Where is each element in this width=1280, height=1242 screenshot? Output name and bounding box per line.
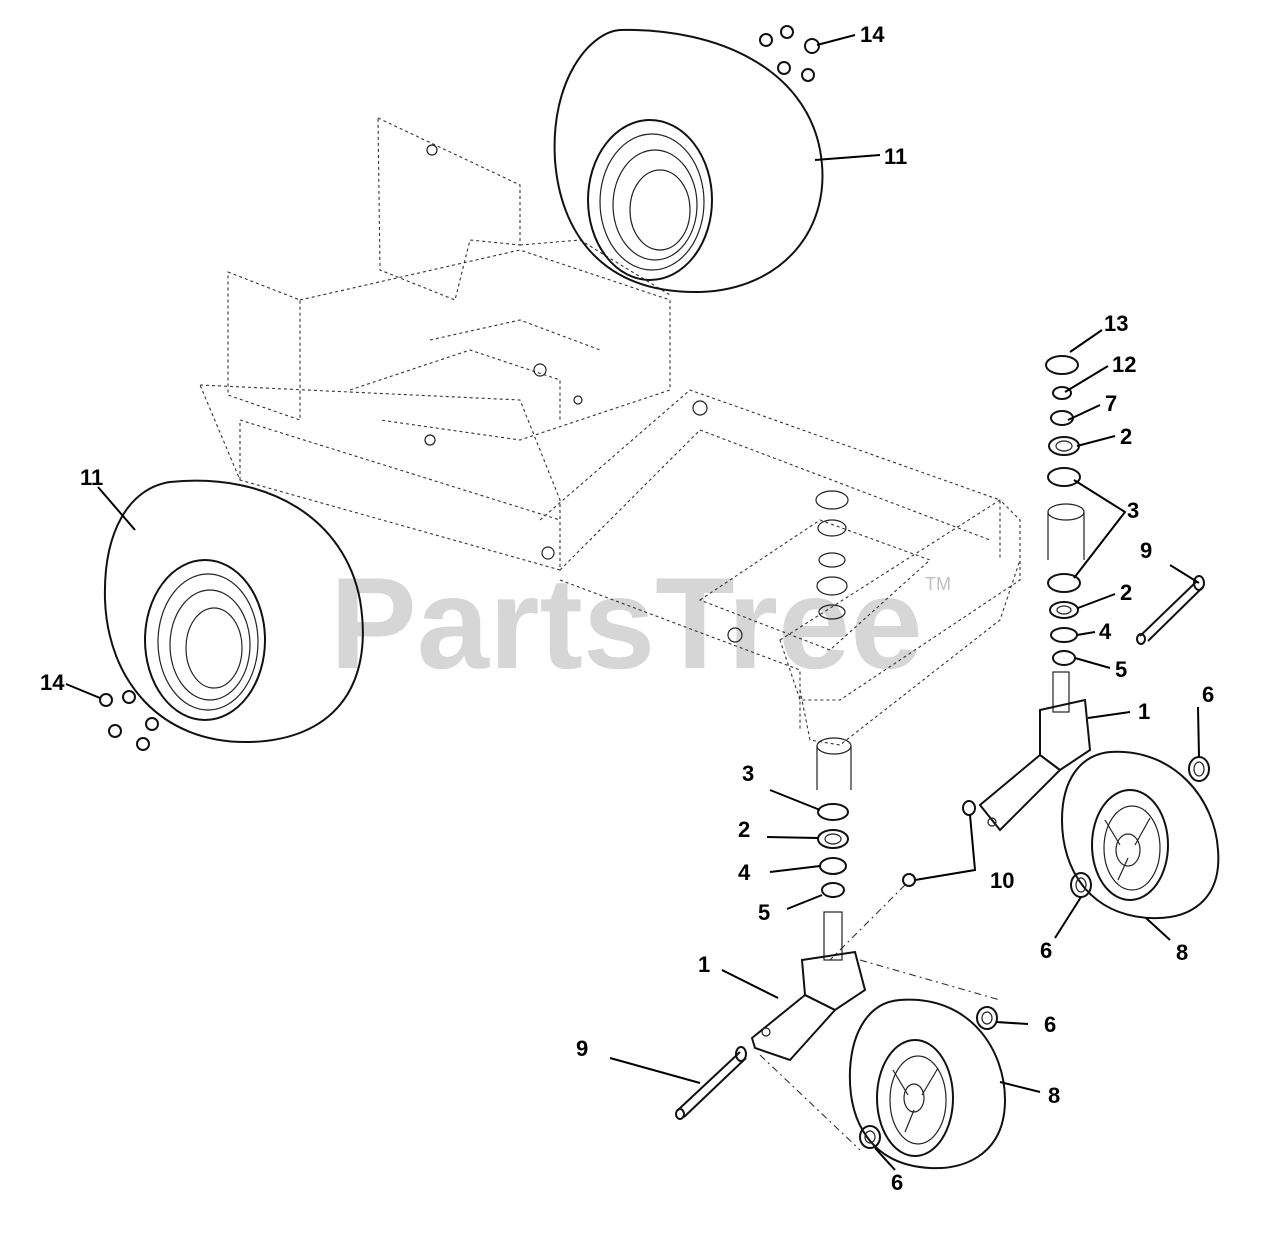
watermark: PartsTree TM [330,550,951,696]
bolt-right [1136,575,1205,645]
callout-6-center: 6 [1044,1012,1056,1037]
callout-3-right: 3 [1127,498,1139,523]
callout-13: 13 [1104,311,1128,336]
callout-2-right-lower: 2 [1120,580,1132,605]
callout-10: 10 [990,868,1014,893]
right-caster-wheel [1060,750,1220,920]
lug-nuts-left [99,690,159,751]
callout-5-right: 5 [1115,657,1127,682]
callout-4-right: 4 [1099,619,1112,644]
rear-tire-left [103,479,364,744]
callout-9-left: 9 [576,1036,588,1061]
lug-nuts-top [759,25,820,82]
callouts: 14 11 13 12 7 2 3 9 2 4 5 11 14 1 6 3 2 … [40,22,1214,1195]
callout-11-left: 11 [80,465,103,490]
callout-1-left: 1 [698,952,710,977]
center-spindle [750,911,1001,1151]
callout-2-right: 2 [1120,424,1132,449]
callout-12: 12 [1112,352,1136,377]
callout-4-center: 4 [738,860,751,885]
callout-8-right: 8 [1176,940,1188,965]
watermark-trademark: TM [925,574,951,594]
grease-fittings [829,800,976,961]
right-spindle-stack [1045,355,1081,666]
bushing-right-top [1188,756,1210,782]
callout-8-center: 8 [1048,1083,1060,1108]
rear-tire-top [553,28,824,294]
callout-6-right-mid: 6 [1040,938,1052,963]
callout-14-top: 14 [860,22,885,47]
callout-9-right: 9 [1140,538,1152,563]
callout-5-center: 5 [758,900,770,925]
bushing-center-right [976,1006,998,1030]
callout-11-top: 11 [884,144,907,169]
leader-lines [65,34,1200,1171]
callout-6-right-top: 6 [1202,682,1214,707]
right-spindle [978,671,1092,832]
watermark-text: PartsTree [330,550,923,696]
bolt-left [675,1046,747,1120]
callout-3-center: 3 [742,761,754,786]
center-caster-wheel [848,998,1007,1170]
callout-2-center: 2 [738,817,750,842]
bushing-center-bottom [859,1125,881,1149]
callout-6-bottom: 6 [891,1170,903,1195]
callout-14-left: 14 [40,670,65,695]
callout-1-right: 1 [1138,699,1150,724]
center-spindle-stack [817,803,849,898]
callout-7: 7 [1105,391,1117,416]
